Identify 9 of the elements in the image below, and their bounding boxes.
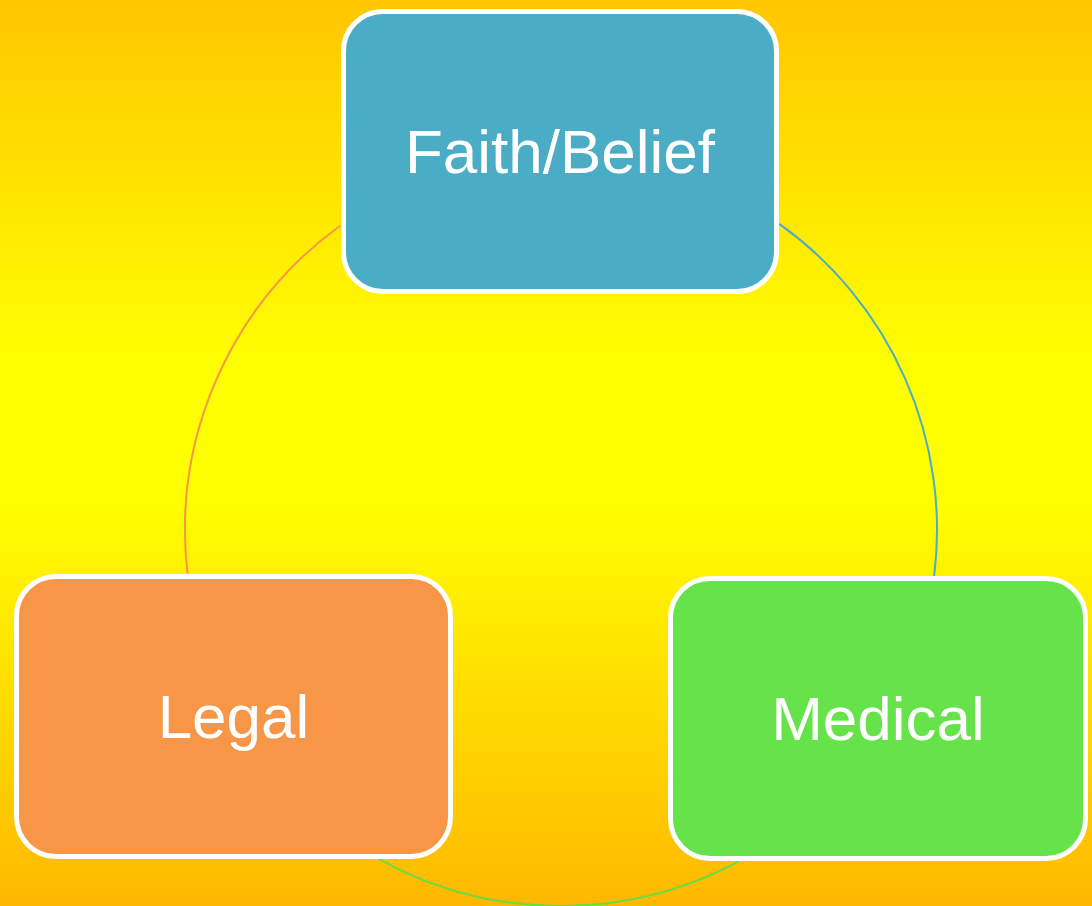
rounded-box <box>668 576 1088 861</box>
connector-arc <box>184 224 342 575</box>
rounded-box <box>14 574 453 859</box>
connector-arc <box>378 858 740 906</box>
connector-arc <box>778 222 938 577</box>
box-label: Legal <box>157 680 310 753</box>
box-label: Medical <box>771 682 985 755</box>
rounded-box <box>341 9 779 294</box>
box-label: Faith/Belief <box>404 115 716 188</box>
